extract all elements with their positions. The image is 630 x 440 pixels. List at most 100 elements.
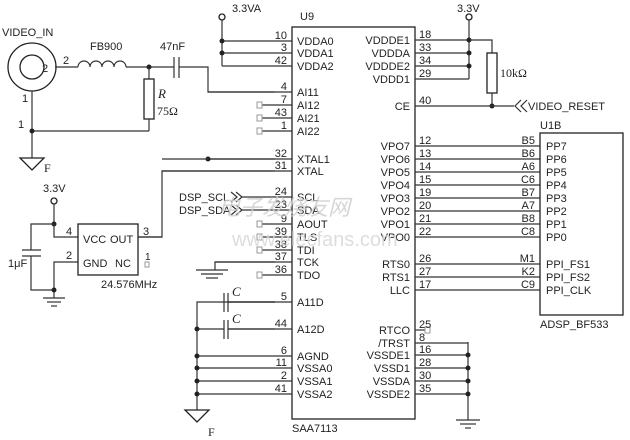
ball-id: A6 [522,161,535,173]
u1b-body [539,132,624,316]
video-reset-label: VIDEO_RESET [528,101,605,113]
capacitor-47nf: 47nF [160,41,185,78]
pin-name: RTS0 [382,259,410,271]
pin-name: VPO0 [381,232,410,244]
pin-name: LLC [390,285,410,297]
ball-id: K2 [522,266,535,278]
pin-number: 13 [419,148,431,160]
pin-name: VDDDE1 [365,35,410,47]
pin-number: 24 [275,186,287,198]
pin-number: 22 [419,226,431,238]
coupling-caps: C C F [183,284,275,439]
ball-id: A7 [522,200,535,212]
connector-outer-ring [7,42,57,92]
pin-name: VSSDA [373,376,411,388]
pin-name: SDA [297,205,320,217]
pin-number: 5 [281,291,287,303]
pin-name: PP5 [546,167,567,179]
pin-number: 12 [419,135,431,147]
pin-number: 16 [419,344,431,356]
osc-nc: NC [115,258,131,270]
ball-id: M1 [520,253,535,265]
osc-pin2: 2 [66,250,72,262]
pin-number: 28 [419,357,431,369]
connector-center-pin-label: 2 [42,63,48,75]
pin-name: RTCO [379,325,410,337]
pin-name: RTS1 [382,272,410,284]
ground-f-label: F [44,161,51,175]
pin-number: 30 [419,370,431,382]
pin-name: VPO7 [381,141,410,153]
pin-name: AOUT [297,219,328,231]
pin-number: 40 [419,95,431,107]
pin-name: PPI_FS2 [546,272,590,284]
pin-number: 8 [419,332,425,344]
pin-name: VDDDA [371,48,410,60]
resistor-name: R [157,86,166,101]
osc-freq: 24.576MHz [101,279,157,291]
pin-number: 18 [419,29,431,41]
pin-name: PP0 [546,232,567,244]
cap-c1-label: C [232,284,241,299]
pin-number: 39 [275,226,287,238]
ball-id: C6 [521,174,535,186]
video-in-connector: VIDEO_IN 2 2 1 1 [2,27,69,131]
pin-number: 20 [419,200,431,212]
osc-pin4: 4 [66,226,72,238]
pin-name: XTAL [297,166,324,178]
rail-3v3a-label: 3.3VA [232,3,262,15]
pin-name: VPO1 [381,219,410,231]
pin-name: VDDD1 [373,74,410,86]
pin-name: PP4 [546,180,567,192]
pin-name: AI12 [297,100,320,112]
pin-name: XTAL1 [297,154,330,166]
osc-rail-label: 3.3V [43,183,66,195]
pin-name: A12D [297,324,325,336]
u9-right-pins: 18VDDDE133VDDDA34VDDDE229VDDD140CE12VPO7… [365,29,540,401]
u1b-ref: U1B [540,120,561,132]
connector-inner-ring [19,54,45,80]
chassis-ground-symbol: F [18,157,51,175]
pin-number: 11 [276,357,287,369]
rail-3v3a: 3.3VA [218,3,262,66]
pin-name: CE [395,101,410,113]
pin-number: 21 [419,213,431,225]
osc-pin3: 3 [143,226,149,238]
dsp-i2c-ports[interactable]: DSP_SCL DSP_SDA [179,191,243,217]
pin-name: SCL [297,192,318,204]
video-reset-port[interactable]: VIDEO_RESET [415,99,605,113]
pin-name: AI11 [297,87,319,99]
ground-f-label-bottom: F [208,425,215,439]
pin-name: VPO3 [381,193,410,205]
rail-3v3-label: 3.3V [457,3,480,15]
